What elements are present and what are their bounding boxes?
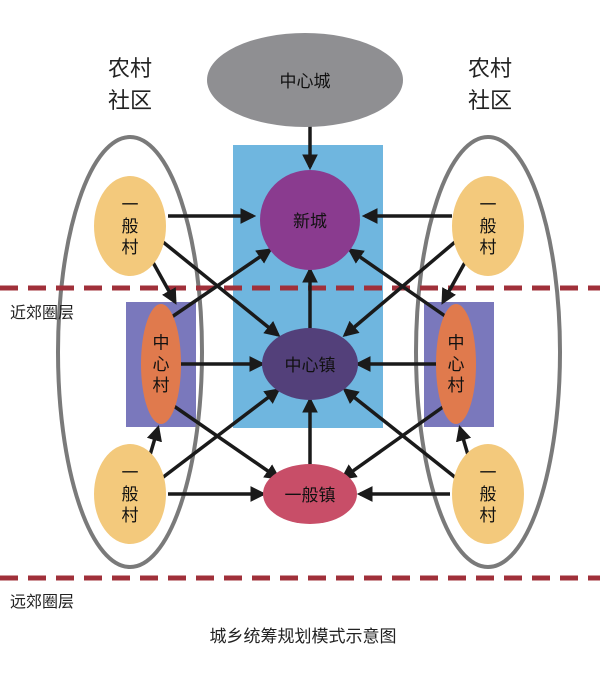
arrow — [146, 424, 162, 456]
arrow — [167, 400, 281, 480]
arrow — [340, 400, 452, 480]
left-center-village-label: 中心村 — [153, 334, 170, 397]
arrow — [342, 388, 458, 480]
center-town-label: 中心镇 — [285, 356, 336, 376]
new-city-node — [260, 170, 360, 270]
right-top-village-label: 一般村 — [480, 196, 497, 259]
arrow — [347, 248, 459, 327]
right-center-village-label: 中心村 — [448, 334, 465, 397]
left-center-village-node — [141, 304, 181, 424]
right-community-label-line2: 社区 — [468, 89, 512, 114]
left-bottom-village-label: 一般村 — [122, 464, 139, 527]
right-bottom-village-node — [452, 444, 524, 544]
arrow — [159, 248, 273, 327]
right-community-label-line1: 农村 — [468, 57, 512, 82]
left-bottom-village-node — [94, 444, 166, 544]
center-city-label: 中心城 — [280, 72, 331, 92]
general-town-label: 一般镇 — [285, 486, 336, 506]
center-town-node — [262, 328, 358, 400]
right-top-village-node — [452, 176, 524, 276]
left-top-village-node — [94, 176, 166, 276]
arrow — [441, 256, 470, 305]
arrow — [342, 240, 457, 338]
diagram-caption: 城乡统筹规划模式示意图 — [210, 627, 397, 647]
left-community-label-line2: 社区 — [108, 89, 152, 114]
arrow — [148, 256, 177, 305]
left-community-outline — [56, 135, 204, 569]
arrow — [160, 388, 281, 480]
arrow — [161, 240, 281, 337]
left-community-label-line1: 农村 — [108, 57, 152, 82]
arrow — [456, 424, 472, 456]
right-community-outline — [414, 135, 562, 569]
general-town-node — [263, 464, 357, 524]
right-bottom-village-label: 一般村 — [480, 464, 497, 527]
outer-zone-label: 远郊圈层 — [10, 592, 74, 611]
left-top-village-label: 一般村 — [122, 196, 139, 259]
arrow-group — [146, 125, 472, 502]
inner-zone-label: 近郊圈层 — [10, 303, 74, 322]
center-city-node — [207, 33, 403, 127]
new-city-label: 新城 — [293, 212, 327, 232]
right-center-village-node — [436, 304, 476, 424]
